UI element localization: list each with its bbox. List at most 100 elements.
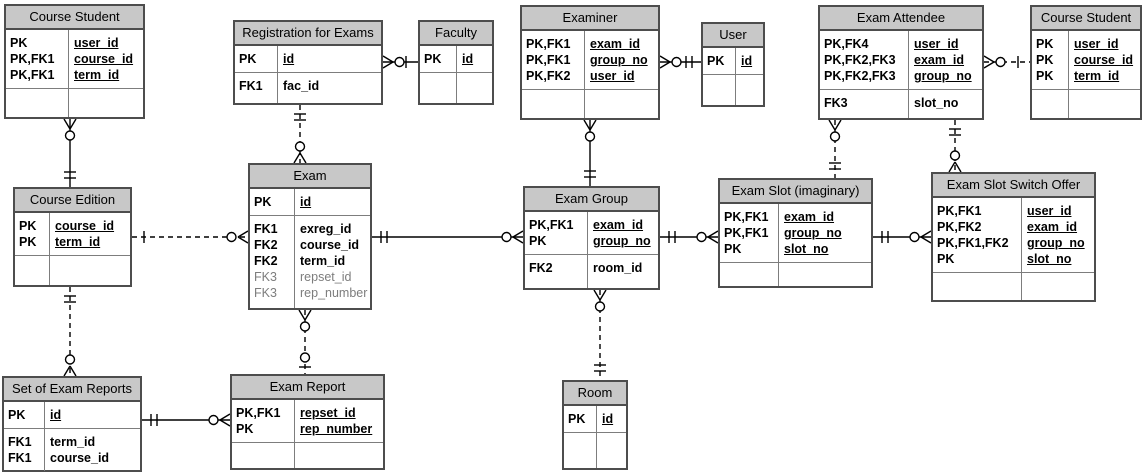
key-label: FK2 (254, 238, 278, 252)
optional-circle-icon (594, 301, 606, 312)
optional-circle-icon (226, 231, 237, 243)
optional-circle-icon (909, 231, 920, 243)
crow-foot-icon (834, 119, 842, 131)
key-label: PK (8, 408, 26, 422)
crow-foot-icon (983, 61, 995, 69)
entity-title: Course Student (6, 6, 143, 30)
entity-title: Course Edition (15, 189, 130, 213)
key-label: PK (254, 195, 272, 209)
attribute-row: PK group_no (525, 233, 658, 249)
key-label: PK,FK4 (824, 37, 869, 51)
key-label: PK,FK1,FK2 (937, 236, 1009, 250)
field-name: user_id (590, 69, 635, 83)
optional-circle-icon (299, 321, 311, 332)
key-column-divider (596, 406, 597, 468)
crow-foot-icon (983, 55, 995, 63)
field-name: exreg_id (300, 222, 352, 236)
optional-circle-icon (208, 414, 219, 426)
key-label: PK,FK2 (937, 220, 982, 234)
key-label: FK2 (254, 254, 278, 268)
key-label: PK,FK1 (724, 226, 769, 240)
key-label: PK,FK1 (526, 53, 571, 67)
field-name: rep_number (300, 286, 368, 300)
crow-foot-icon (298, 309, 306, 321)
key-column-divider (735, 48, 736, 105)
crow-foot-icon (63, 365, 71, 377)
optional-circle-icon (394, 56, 405, 68)
field-name: course_id (1074, 53, 1134, 67)
key-label: PK,FK1 (10, 52, 55, 66)
optional-circle-icon (294, 141, 306, 152)
key-label: PK (529, 234, 547, 248)
crow-foot-icon (63, 118, 71, 130)
field-name: id (462, 52, 474, 66)
key-label: PK (19, 235, 37, 249)
field-name: term_id (1074, 69, 1120, 83)
key-column-divider (294, 189, 295, 308)
crow-foot-icon (382, 61, 394, 69)
key-label: FK1 (254, 222, 278, 236)
key-label: FK1 (239, 79, 263, 93)
key-column-divider (1021, 198, 1022, 300)
field-name: repset_id (300, 270, 352, 284)
entity-title: Exam (250, 165, 370, 189)
field-name: repset_id (300, 406, 356, 420)
crow-foot-icon (593, 289, 601, 301)
key-label: PK,FK2,FK3 (824, 53, 896, 67)
field-name: term_id (74, 68, 120, 82)
key-column-divider (68, 30, 69, 117)
field-name: id (50, 408, 62, 422)
field-name: room_id (593, 261, 643, 275)
crow-foot-icon (828, 119, 836, 131)
optional-circle-icon (64, 130, 76, 141)
field-name: term_id (50, 435, 96, 449)
field-name: fac_id (283, 79, 320, 93)
field-name: group_no (593, 234, 651, 248)
key-label: PK,FK1 (236, 406, 281, 420)
entity-section (1032, 89, 1140, 118)
entity-section (720, 262, 871, 286)
field-name: user_id (1027, 204, 1072, 218)
entity-title: Set of Exam Reports (4, 378, 140, 402)
key-label: PK (10, 36, 28, 50)
